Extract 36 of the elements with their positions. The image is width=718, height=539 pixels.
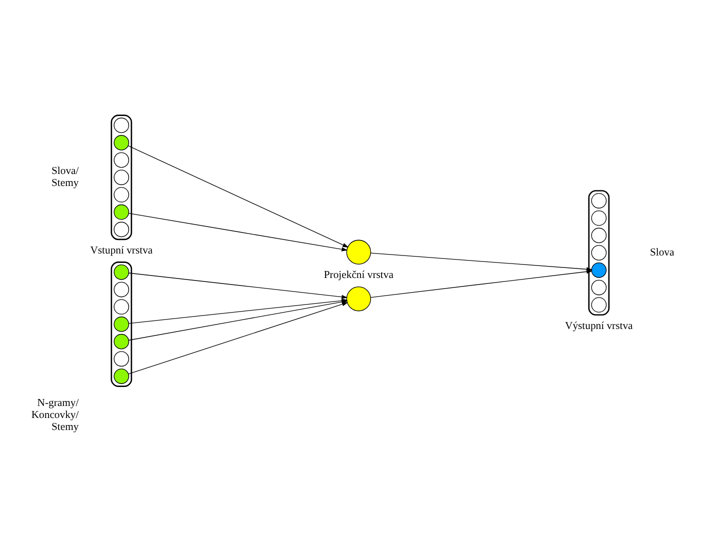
node-circle (114, 368, 130, 384)
node-circle (591, 262, 607, 278)
node-circle (114, 170, 130, 186)
node-circle (114, 152, 130, 168)
node-circle (591, 193, 607, 208)
label: Výstupní vrstva (565, 320, 633, 332)
label: Vstupní vrstva (90, 244, 153, 256)
node-circle (114, 299, 130, 315)
node-circle (591, 228, 607, 244)
node-label: Slova (650, 246, 674, 258)
node-circle (114, 351, 130, 367)
label: Projekční vrstva (324, 269, 394, 282)
node-circle (114, 135, 130, 150)
cluster (110, 114, 132, 240)
node-circle (114, 334, 130, 350)
node-label: N-gramy/ Koncovky/ Stemy (31, 397, 79, 434)
arrow (370, 270, 593, 298)
node-circle (591, 210, 607, 226)
node-circle (114, 187, 130, 202)
node-circle (591, 280, 607, 296)
node-circle (114, 222, 130, 238)
cluster (588, 190, 610, 316)
cluster (110, 262, 132, 387)
arrow (128, 272, 348, 300)
arrow (128, 213, 348, 252)
node-circle (591, 297, 607, 313)
arrow (128, 146, 349, 248)
node-circle (114, 282, 130, 298)
node-circle (346, 286, 372, 312)
node-circle (114, 204, 130, 220)
node-label: Slova/ Stemy (51, 164, 79, 189)
node-circle (591, 245, 607, 260)
node-circle (114, 316, 130, 332)
node-circle (114, 264, 130, 280)
node-circle (346, 240, 372, 264)
node-circle (114, 118, 130, 134)
